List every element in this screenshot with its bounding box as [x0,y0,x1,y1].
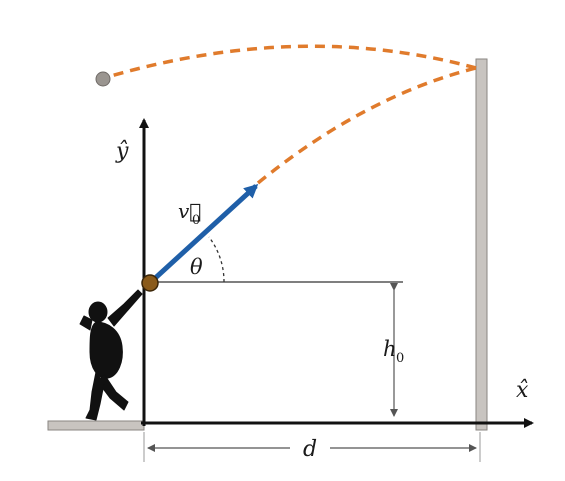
x-axis-label-text: x̂ [516,378,529,403]
distance-symbol: d [303,437,317,462]
height-label: h 0 [383,337,404,366]
height-subscript: 0 [396,351,404,366]
ball-end-icon [95,71,111,87]
ball-launch-icon [141,274,159,292]
trajectory-to-wall [256,66,477,185]
angle-arc [208,236,225,283]
ground-strip [47,420,145,431]
trajectory-rebound [103,44,477,80]
volleyball-player-silhouette-icon [79,289,143,421]
velocity-symbol: v⃗ [178,199,201,223]
distance-label: d [303,437,317,462]
velocity-label: v⃗ 0 [178,199,201,228]
y-axis-label: ŷ [115,139,129,164]
velocity-arrow [150,183,259,283]
x-axis-label: x̂ [516,378,529,403]
wall [475,58,488,431]
y-axis-label-text: ŷ [115,139,129,164]
angle-symbol: θ [190,255,203,279]
velocity-subscript: 0 [192,213,200,228]
height-symbol: h [383,337,397,361]
angle-label: θ [190,255,203,279]
